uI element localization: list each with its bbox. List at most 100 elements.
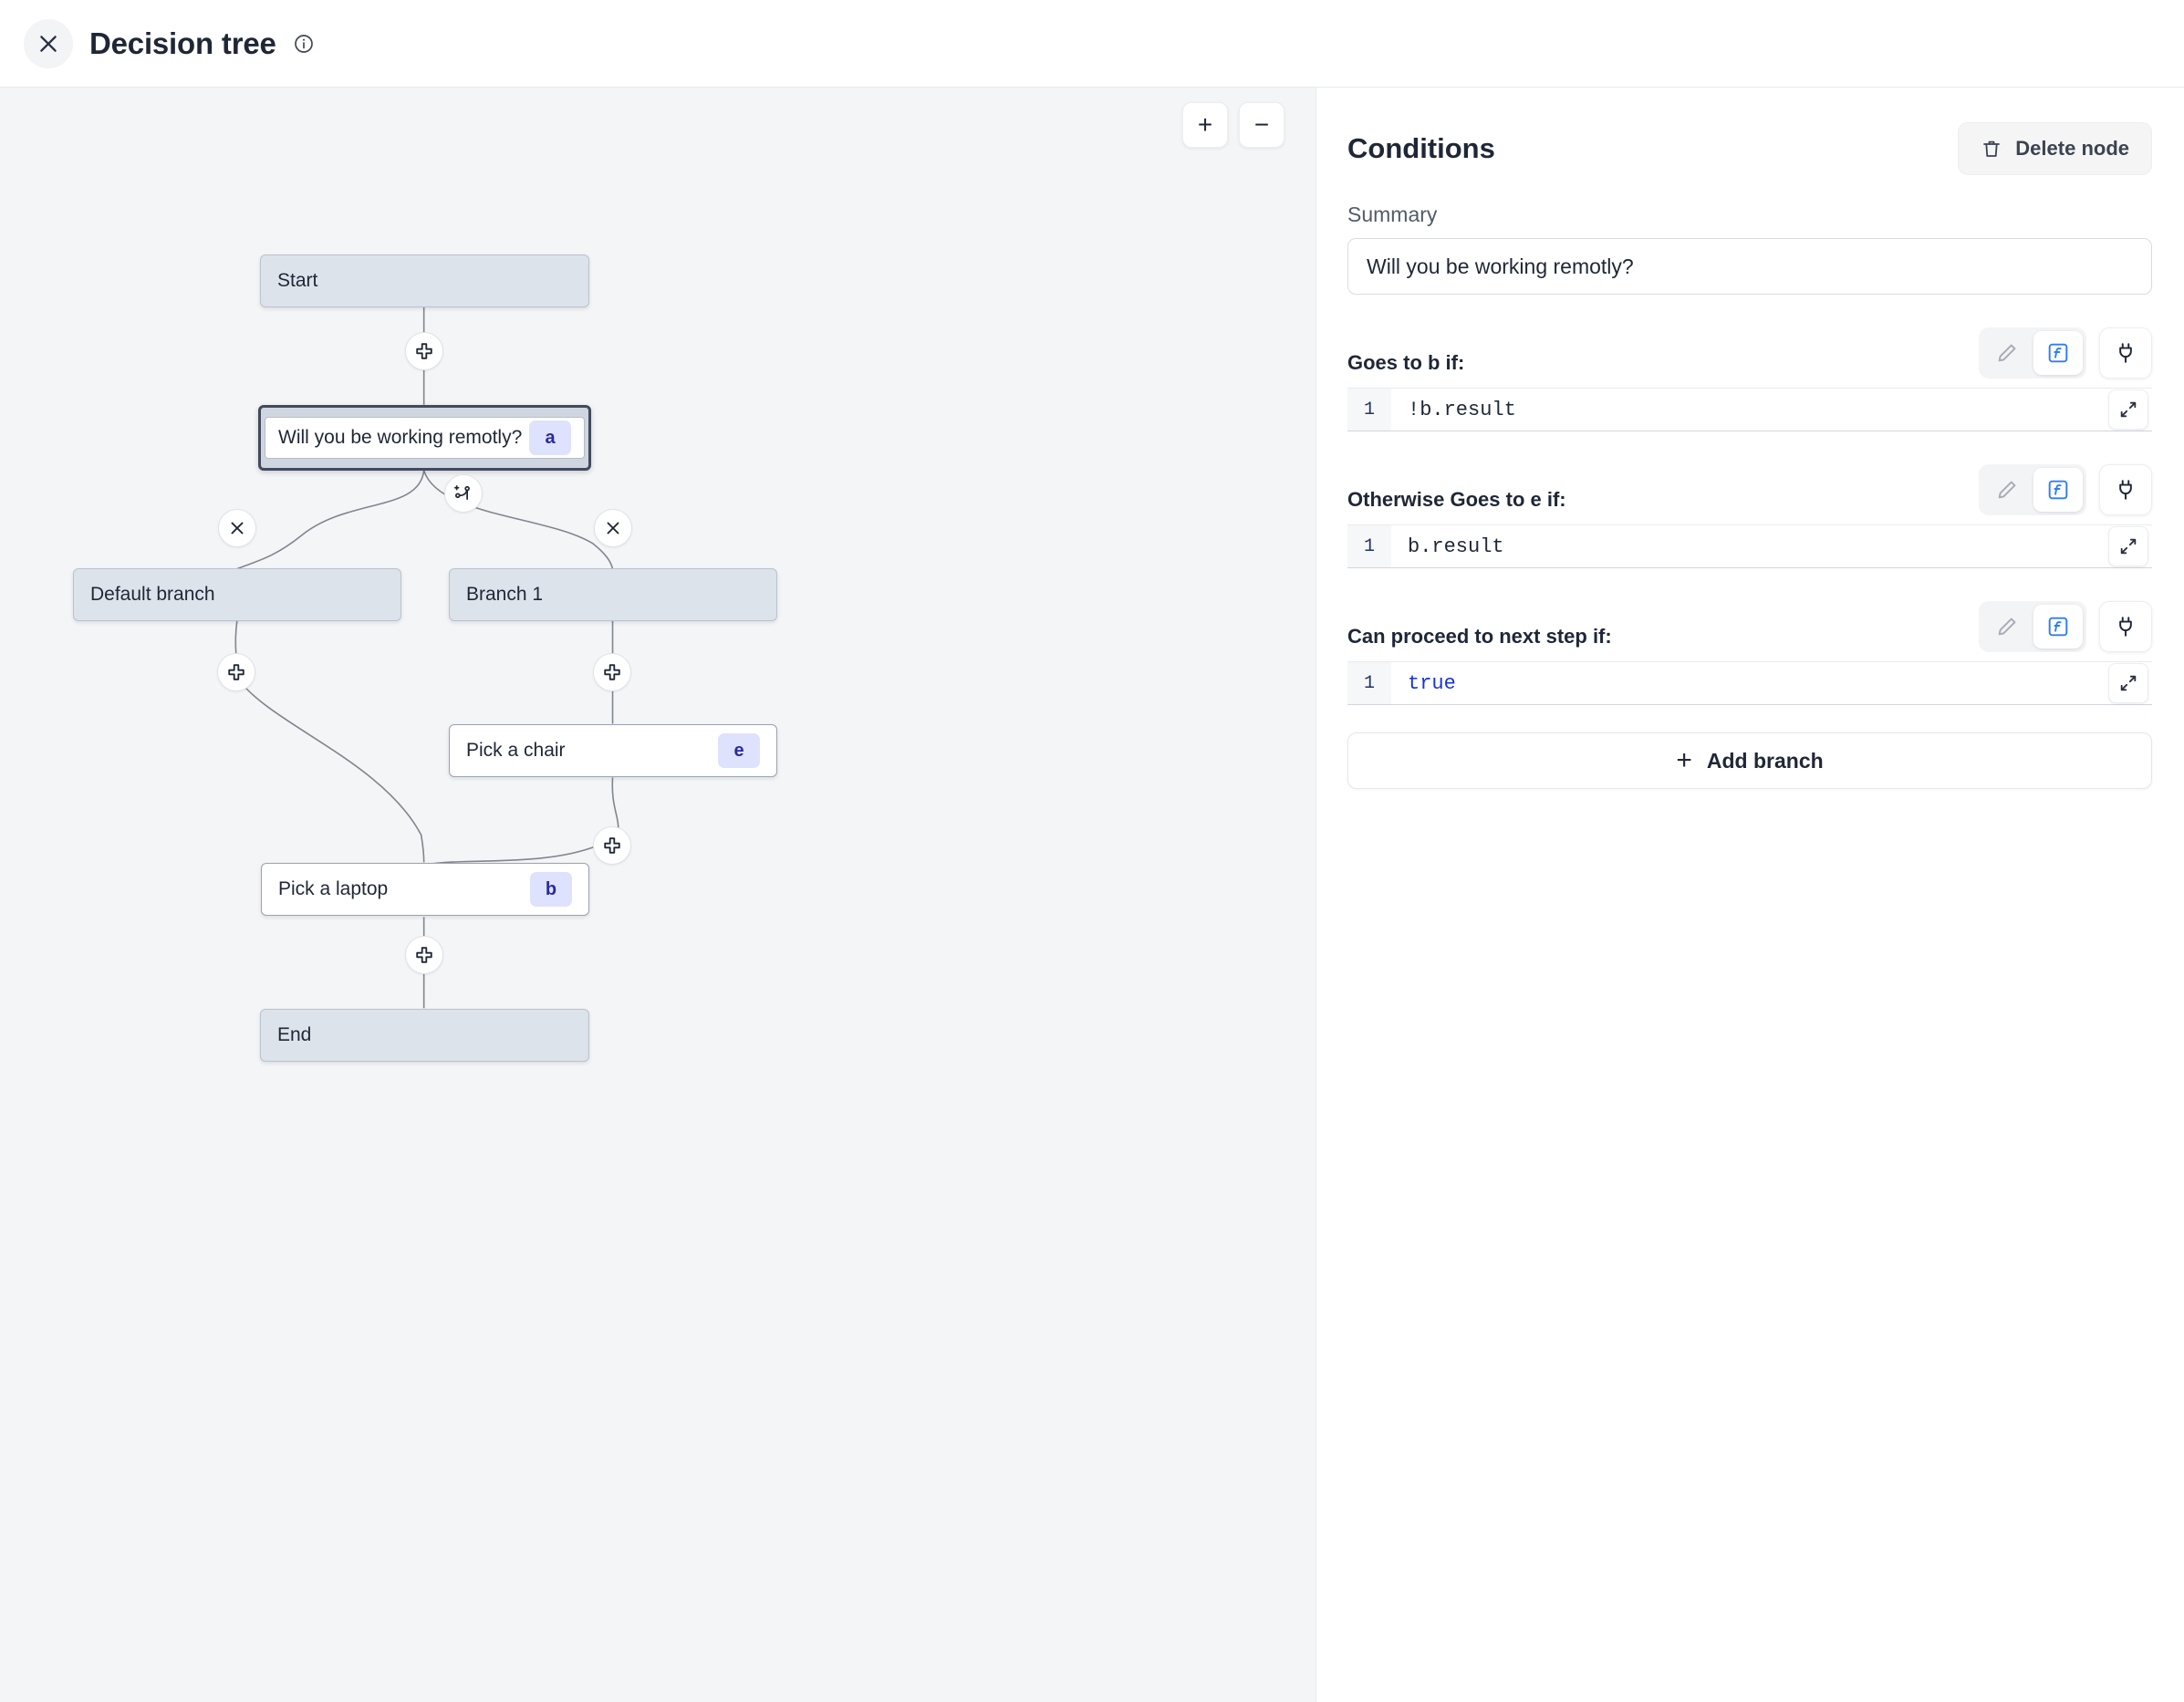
connect-button[interactable] xyxy=(2099,464,2152,515)
function-icon xyxy=(2048,480,2068,500)
flow-node-end[interactable]: End xyxy=(260,1009,589,1062)
edit-mode-button[interactable] xyxy=(1982,468,2032,512)
zoom-in-button[interactable]: + xyxy=(1182,102,1228,148)
code-content[interactable]: b.result xyxy=(1408,534,1504,558)
code-content[interactable]: !b.result xyxy=(1408,398,1516,421)
code-line-number: 1 xyxy=(1347,662,1391,704)
edit-mode-button[interactable] xyxy=(1982,605,2032,649)
condition-tools xyxy=(1979,327,2152,379)
expand-icon xyxy=(2120,538,2137,555)
editor-mode-toggle xyxy=(1979,464,2086,515)
expand-editor-button[interactable] xyxy=(2108,526,2148,566)
function-mode-button[interactable] xyxy=(2033,331,2083,375)
trash-icon xyxy=(1983,140,2001,157)
add-step-after-start-button[interactable] xyxy=(405,332,443,370)
add-branch-handle-button[interactable] xyxy=(444,474,483,513)
editor-mode-toggle xyxy=(1979,601,2086,652)
pencil-icon xyxy=(1998,617,2016,636)
expand-editor-button[interactable] xyxy=(2108,663,2148,703)
info-icon[interactable] xyxy=(293,33,315,55)
node-label: Will you be working remotly? xyxy=(278,427,523,448)
plus-icon xyxy=(416,947,432,963)
flow-canvas[interactable]: + − xyxy=(0,88,1316,1702)
node-badge: e xyxy=(718,733,760,768)
plus-icon xyxy=(604,664,620,680)
condition-header: Otherwise Goes to e if: xyxy=(1347,462,2152,515)
summary-label: Summary xyxy=(1347,202,1438,226)
flow-node-default-branch[interactable]: Default branch xyxy=(73,568,401,621)
panel-title: Conditions xyxy=(1347,132,1495,164)
flow-edges xyxy=(234,262,619,1009)
pencil-icon xyxy=(1998,344,2016,362)
condition-label: Otherwise Goes to e if: xyxy=(1347,488,1566,511)
node-label: Pick a chair xyxy=(466,740,566,761)
connect-button[interactable] xyxy=(2099,601,2152,652)
plug-icon xyxy=(2119,617,2132,637)
delete-node-button[interactable]: Delete node xyxy=(1958,122,2152,175)
condition-label: Goes to b if: xyxy=(1347,351,1465,374)
pencil-icon xyxy=(1998,481,2016,499)
code-line-number: 1 xyxy=(1347,389,1391,431)
condition-block-goes-to-b: Goes to b if: xyxy=(1347,326,2152,431)
expand-icon xyxy=(2120,675,2137,691)
summary-input[interactable] xyxy=(1347,238,2152,295)
node-label: End xyxy=(277,1024,312,1045)
conditions-panel: Conditions Delete node Summary Goes to b… xyxy=(1316,88,2183,1702)
close-icon xyxy=(40,35,57,52)
zoom-controls: + − xyxy=(1182,102,1284,148)
condition-tools xyxy=(1979,601,2152,652)
code-editor[interactable]: 1 true xyxy=(1347,661,2152,705)
delete-node-label: Delete node xyxy=(2015,137,2129,160)
add-branch-label: Add branch xyxy=(1706,748,1824,773)
panel-header: Conditions Delete node xyxy=(1347,122,2152,175)
page-title: Decision tree xyxy=(89,26,276,60)
condition-tools xyxy=(1979,464,2152,515)
main-body: + − xyxy=(0,88,2184,1702)
node-badge: b xyxy=(530,872,572,907)
flow-node-pick-a-laptop[interactable]: Pick a laptop b xyxy=(261,863,589,916)
remove-branch-1-button[interactable] xyxy=(594,509,632,547)
flow-graph: Start Will you be working remotly? a xyxy=(0,88,1316,1702)
plus-icon xyxy=(416,343,432,359)
condition-header: Can proceed to next step if: xyxy=(1347,599,2152,652)
close-icon xyxy=(231,522,244,534)
flow-node-branch-1[interactable]: Branch 1 xyxy=(449,568,777,621)
node-label: Pick a laptop xyxy=(278,878,389,899)
code-editor[interactable]: 1 !b.result xyxy=(1347,388,2152,431)
node-label: Default branch xyxy=(90,584,215,605)
code-line-number: 1 xyxy=(1347,525,1391,567)
flow-node-pick-a-chair[interactable]: Pick a chair e xyxy=(449,724,777,777)
plus-icon xyxy=(604,837,620,854)
connect-button[interactable] xyxy=(2099,327,2152,379)
code-editor[interactable]: 1 b.result xyxy=(1347,524,2152,568)
flow-node-start[interactable]: Start xyxy=(260,254,589,307)
node-badge: a xyxy=(529,420,571,455)
function-mode-button[interactable] xyxy=(2033,468,2083,512)
condition-block-otherwise-goes-to-e: Otherwise Goes to e if: xyxy=(1347,462,2152,568)
edit-mode-button[interactable] xyxy=(1982,331,2032,375)
condition-label: Can proceed to next step if: xyxy=(1347,625,1612,648)
remove-default-branch-button[interactable] xyxy=(218,509,256,547)
add-step-after-branch-1-button[interactable] xyxy=(593,653,631,691)
app-header: Decision tree xyxy=(0,0,2184,88)
expand-editor-button[interactable] xyxy=(2108,389,2148,430)
plug-icon xyxy=(2119,343,2132,363)
add-step-after-pick-a-chair-button[interactable] xyxy=(593,826,631,865)
expand-icon xyxy=(2120,401,2137,418)
condition-block-can-proceed: Can proceed to next step if: xyxy=(1347,599,2152,705)
plus-icon xyxy=(228,664,244,680)
flow-node-conditions-selected[interactable]: Will you be working remotly? a xyxy=(258,405,591,471)
function-mode-button[interactable] xyxy=(2033,605,2083,649)
zoom-out-button[interactable]: − xyxy=(1239,102,1284,148)
node-label: Start xyxy=(277,270,318,291)
add-step-after-default-button[interactable] xyxy=(217,653,255,691)
function-icon xyxy=(2048,617,2068,637)
code-content[interactable]: true xyxy=(1408,671,1456,695)
add-branch-button[interactable]: + Add branch xyxy=(1347,732,2152,789)
function-icon xyxy=(2048,343,2068,363)
branch-plus-icon xyxy=(453,485,470,501)
add-step-after-pick-a-laptop-button[interactable] xyxy=(405,936,443,974)
editor-mode-toggle xyxy=(1979,327,2086,379)
plug-icon xyxy=(2119,480,2132,500)
close-button[interactable] xyxy=(24,18,73,68)
